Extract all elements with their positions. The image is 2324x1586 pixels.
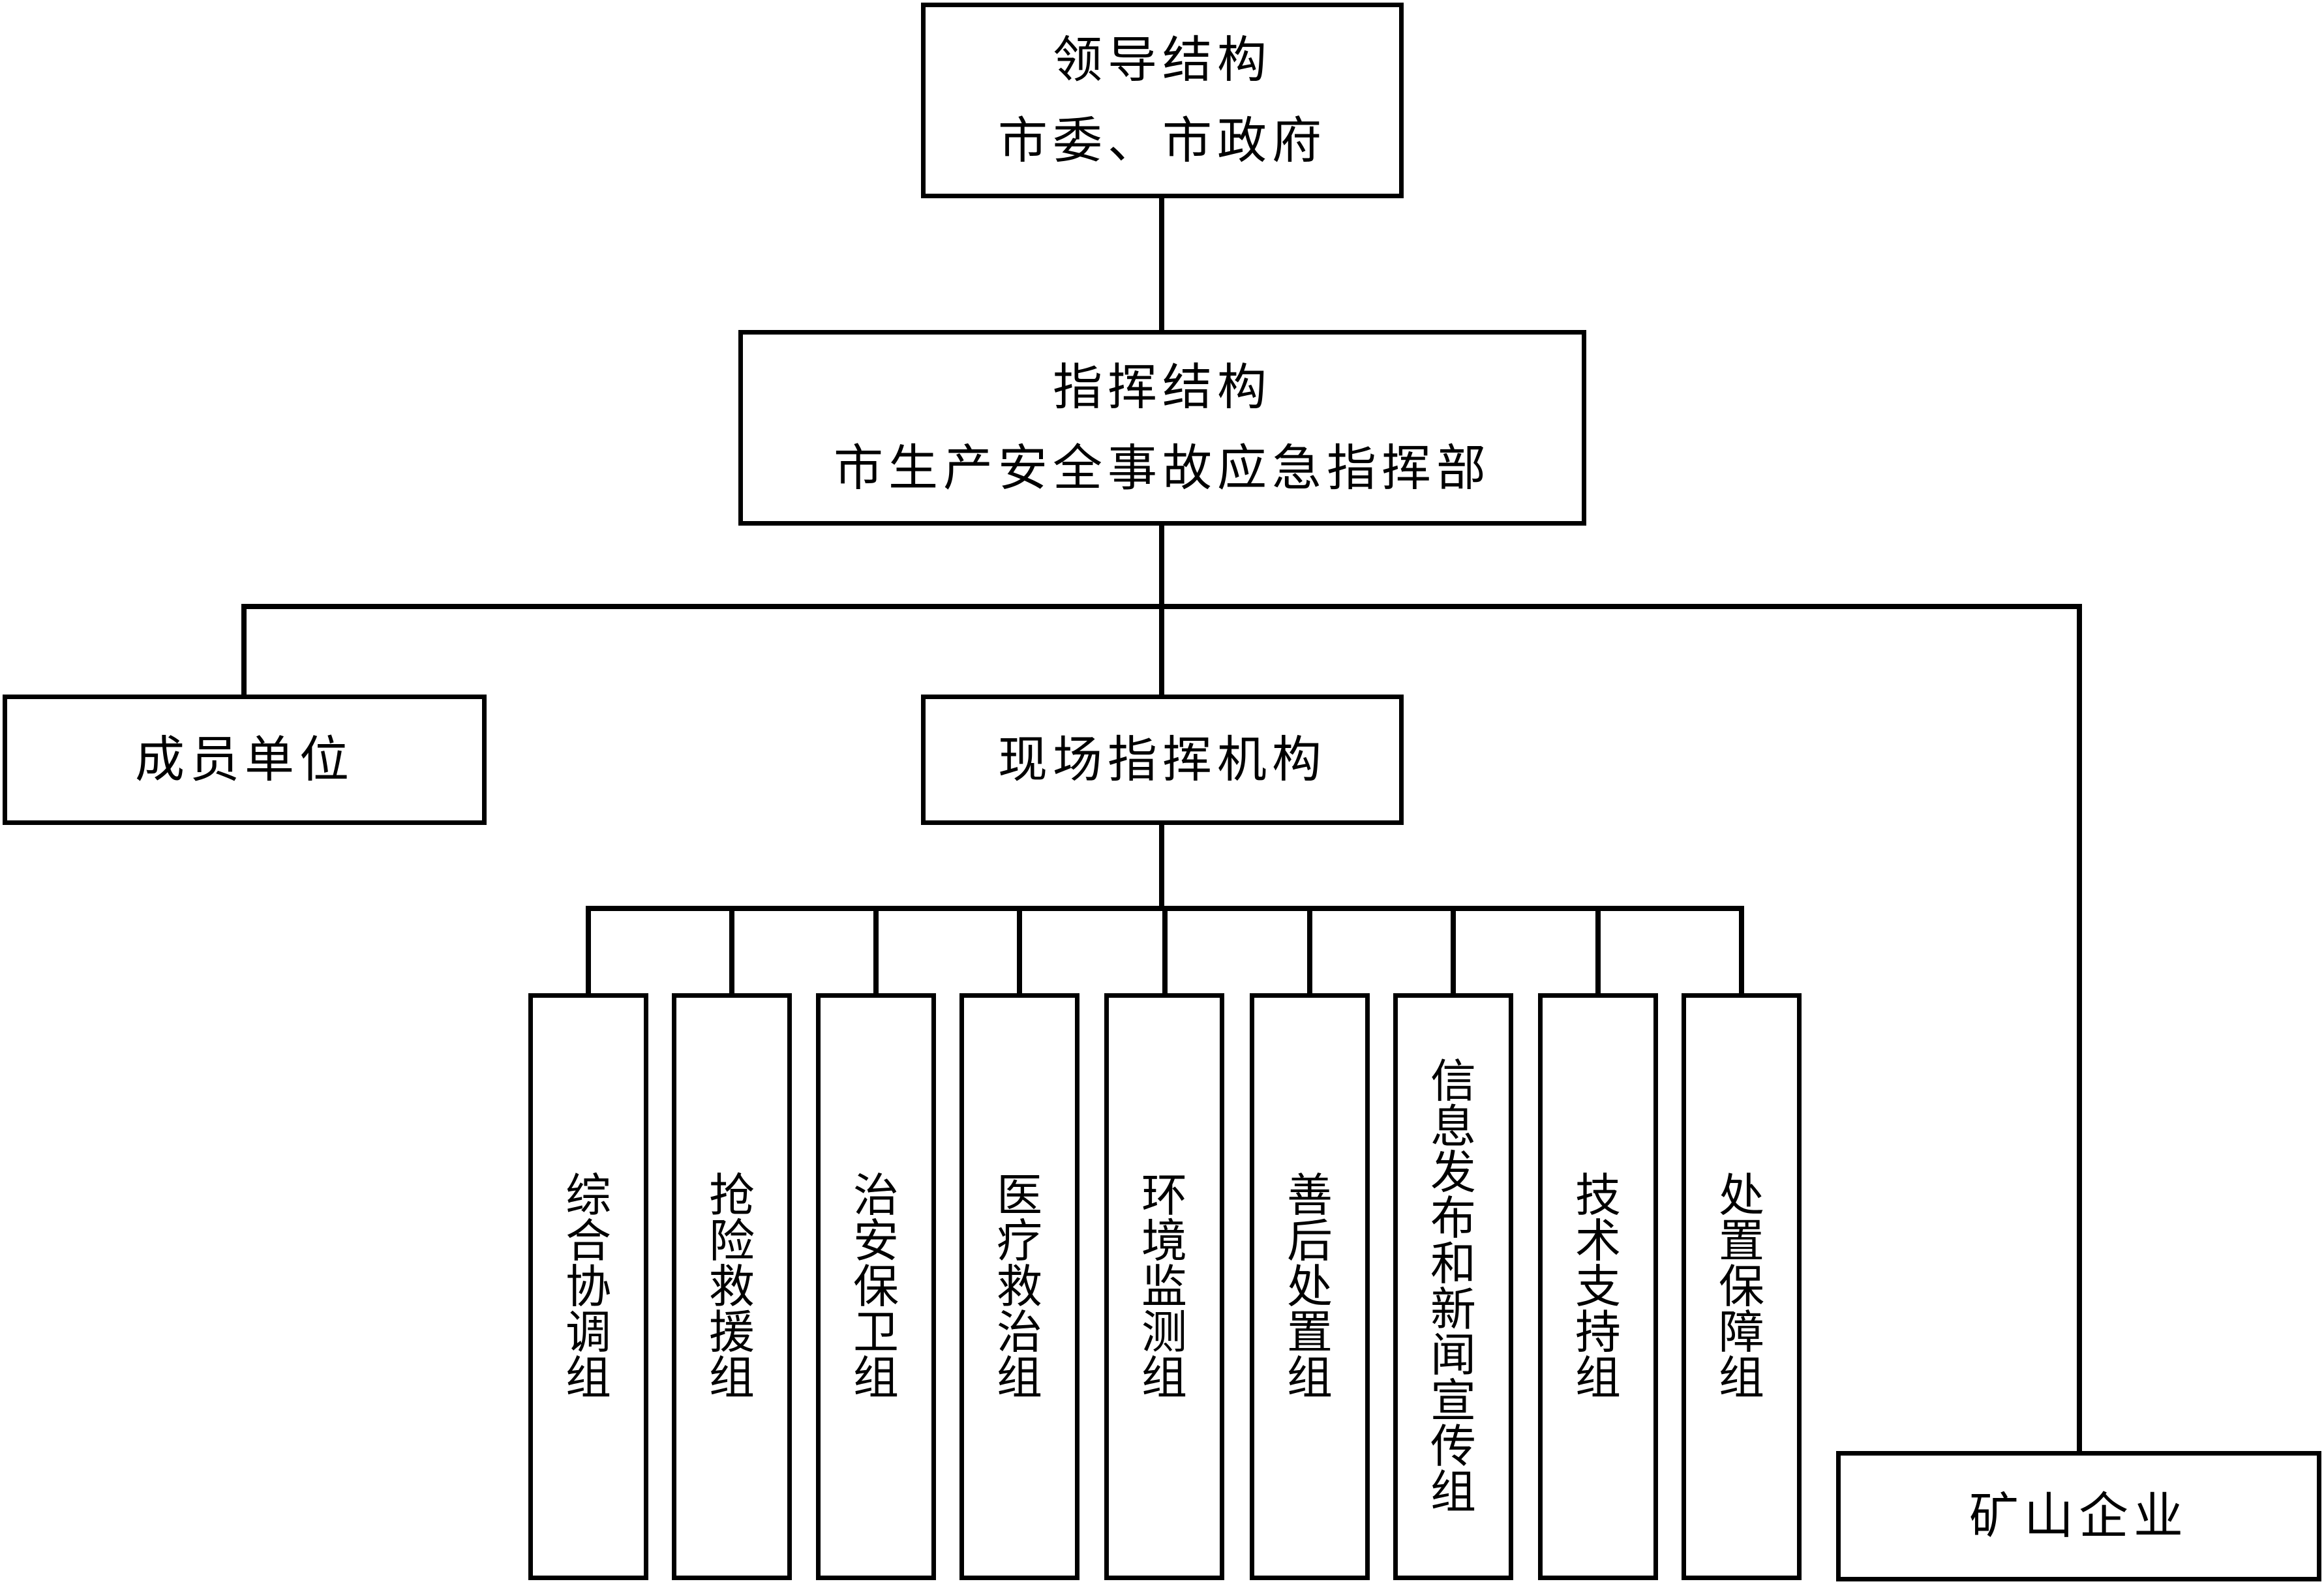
mining-enterprise-label: 矿山企业	[1969, 1487, 2188, 1545]
group-label: 治安保卫组	[853, 1169, 899, 1405]
group-box-4: 环境监测组	[1104, 993, 1224, 1580]
group-box-2: 治安保卫组	[816, 993, 936, 1580]
member-units-box: 成员单位	[3, 695, 487, 825]
leadership-box: 领导结构 市委、市政府	[921, 3, 1404, 198]
group-box-0: 综合协调组	[528, 993, 648, 1580]
field-command-box: 现场指挥机构	[921, 695, 1404, 825]
group-label: 技术支持组	[1575, 1169, 1621, 1405]
group-label: 环境监测组	[1141, 1169, 1187, 1405]
group-label: 信息发布和新闻宣传组	[1430, 1055, 1476, 1519]
member-units-label: 成员单位	[135, 730, 354, 788]
command-subtitle: 市生产安全事故应急指挥部	[834, 439, 1491, 497]
command-box: 指挥结构 市生产安全事故应急指挥部	[738, 330, 1586, 526]
group-box-1: 抢险救援组	[672, 993, 792, 1580]
group-box-8: 处置保障组	[1682, 993, 1802, 1580]
leadership-subtitle: 市委、市政府	[998, 112, 1327, 170]
group-box-3: 医疗救治组	[959, 993, 1079, 1580]
group-box-5: 善后处置组	[1250, 993, 1370, 1580]
field-command-label: 现场指挥机构	[998, 730, 1327, 788]
leadership-title: 领导结构	[1053, 31, 1272, 89]
command-title: 指挥结构	[1053, 358, 1272, 416]
group-label: 处置保障组	[1719, 1169, 1764, 1405]
group-box-7: 技术支持组	[1538, 993, 1658, 1580]
group-label: 医疗救治组	[997, 1169, 1042, 1405]
group-box-6: 信息发布和新闻宣传组	[1393, 993, 1513, 1580]
mining-enterprise-box: 矿山企业	[1836, 1451, 2321, 1581]
group-label: 抢险救援组	[709, 1169, 755, 1405]
group-label: 综合协调组	[566, 1169, 611, 1405]
group-label: 善后处置组	[1287, 1169, 1333, 1405]
